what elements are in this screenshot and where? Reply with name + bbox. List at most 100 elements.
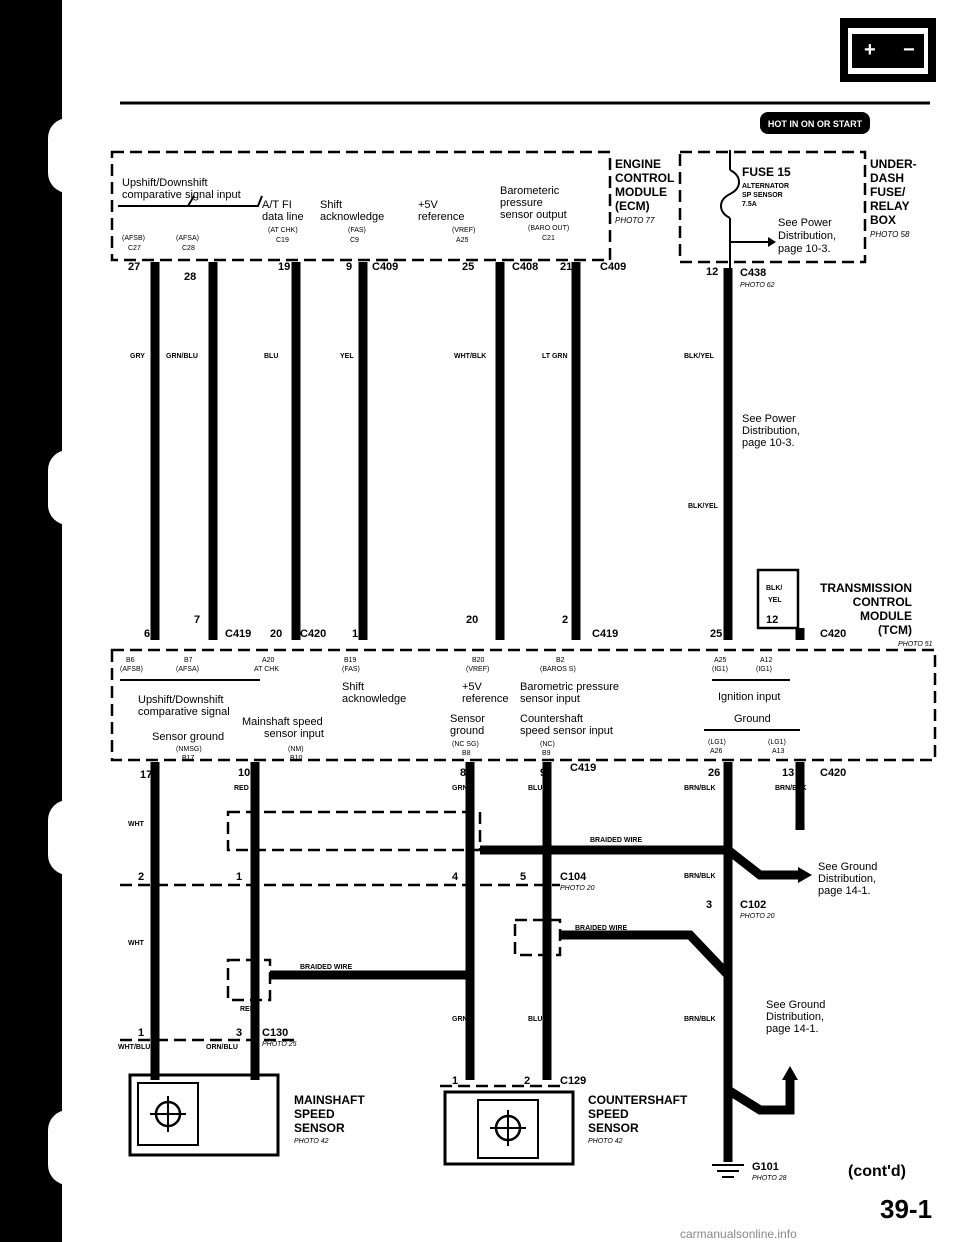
svg-text:C28: C28 [182, 245, 195, 252]
svg-text:C419: C419 [570, 762, 596, 774]
svg-text:pressure: pressure [500, 197, 543, 209]
svg-text:BRN/BLK: BRN/BLK [684, 785, 716, 792]
svg-text:sensor input: sensor input [520, 693, 580, 705]
battery-icon: + − [840, 18, 936, 82]
svg-text:LT GRN: LT GRN [542, 353, 568, 360]
svg-text:PHOTO 62: PHOTO 62 [740, 282, 775, 289]
svg-text:SPEED: SPEED [294, 1107, 335, 1121]
svg-text:C409: C409 [372, 261, 398, 273]
svg-text:(VREF): (VREF) [452, 227, 475, 234]
svg-text:Sensor: Sensor [450, 713, 485, 725]
svg-text:RED: RED [234, 785, 249, 792]
svg-text:Barometric pressure: Barometric pressure [520, 681, 619, 693]
svg-text:A25: A25 [714, 657, 727, 664]
ground-ref-2: See Ground Distribution, page 14-1. [766, 999, 825, 1035]
svg-text:C420: C420 [820, 767, 846, 779]
svg-text:(NC): (NC) [540, 741, 555, 748]
svg-text:C27: C27 [128, 245, 141, 252]
fuse-symbol [720, 150, 776, 268]
svg-text:PHOTO 51: PHOTO 51 [898, 641, 933, 648]
svg-text:(BAROS S): (BAROS S) [540, 666, 576, 673]
svg-text:BLU: BLU [528, 1016, 542, 1023]
svg-text:7: 7 [194, 614, 200, 626]
svg-text:20: 20 [466, 614, 478, 626]
splice-dashes [120, 883, 560, 1088]
svg-text:B19: B19 [344, 657, 357, 664]
svg-text:(FAS): (FAS) [342, 666, 360, 673]
svg-text:BRN/BLK: BRN/BLK [775, 785, 807, 792]
svg-text:Shift: Shift [342, 681, 364, 693]
svg-text:2: 2 [524, 1075, 530, 1087]
svg-text:C104: C104 [560, 871, 587, 883]
svg-text:PHOTO 42: PHOTO 42 [294, 1138, 329, 1145]
svg-text:SPEED: SPEED [588, 1107, 629, 1121]
svg-text:A/T FI: A/T FI [262, 199, 292, 211]
svg-text:WHT: WHT [128, 940, 145, 947]
svg-text:WHT: WHT [128, 821, 145, 828]
svg-text:GRY: GRY [130, 353, 145, 360]
svg-text:20: 20 [270, 628, 282, 640]
tcm-function-labels: Shift acknowledge +5V reference Barometr… [120, 679, 800, 762]
svg-text:Distribution,: Distribution, [742, 425, 800, 437]
upper-wires [150, 262, 733, 640]
svg-text:BLK/YEL: BLK/YEL [688, 503, 719, 510]
svg-text:(NMSG): (NMSG) [176, 746, 202, 753]
splice-labels: 2 1 4 5 C104 PHOTO 20 3 C102 PHOTO 20 1 … [138, 871, 775, 1087]
svg-text:reference: reference [418, 211, 464, 223]
svg-text:27: 27 [128, 261, 140, 273]
svg-text:Distribution,: Distribution, [766, 1011, 824, 1023]
svg-text:UNDER-: UNDER- [870, 157, 917, 171]
svg-text:AT CHK: AT CHK [254, 666, 279, 673]
svg-text:6: 6 [144, 628, 150, 640]
svg-text:See Ground: See Ground [818, 861, 877, 873]
svg-text:C408: C408 [512, 261, 538, 273]
ground-icon [712, 1164, 744, 1178]
svg-text:BLU: BLU [528, 785, 542, 792]
svg-text:+5V: +5V [462, 681, 483, 693]
mid-connector-labels: 6 7 C419 20 C420 19 20 2 C419 25 12 C420 [144, 614, 846, 640]
ground-ref-1: See Ground Distribution, page 14-1. [818, 861, 877, 897]
svg-text:21: 21 [560, 261, 572, 273]
svg-text:(LG1): (LG1) [708, 739, 726, 746]
svg-text:BRAIDED WIRE: BRAIDED WIRE [590, 837, 642, 844]
svg-text:B20: B20 [472, 657, 485, 664]
svg-text:PHOTO 20: PHOTO 20 [560, 885, 595, 892]
blk-yel-see-note: See Power Distribution, page 10-3. [742, 413, 800, 449]
svg-text:(AFSA): (AFSA) [176, 666, 199, 673]
svg-text:GRN: GRN [452, 785, 468, 792]
countershaft-sensor: COUNTERSHAFT SPEED SENSOR PHOTO 42 [443, 1090, 688, 1166]
svg-text:Ground: Ground [734, 713, 771, 725]
svg-text:(LG1): (LG1) [768, 739, 786, 746]
svg-text:(BARO OUT): (BARO OUT) [528, 225, 569, 232]
svg-text:Distribution,: Distribution, [778, 230, 836, 242]
svg-text:YEL: YEL [768, 597, 782, 604]
svg-text:8: 8 [460, 767, 466, 779]
svg-text:comparative signal input: comparative signal input [122, 189, 241, 201]
svg-text:BLK/: BLK/ [766, 585, 782, 592]
svg-text:CONTROL: CONTROL [853, 595, 912, 609]
svg-text:Upshift/Downshift: Upshift/Downshift [122, 177, 208, 189]
svg-text:COUNTERSHAFT: COUNTERSHAFT [588, 1093, 688, 1107]
ground-arrow-2 [725, 1066, 798, 1115]
svg-text:RED: RED [240, 1006, 255, 1013]
svg-text:28: 28 [184, 271, 196, 283]
svg-text:(AFSB): (AFSB) [122, 235, 145, 242]
svg-text:C438: C438 [740, 267, 766, 279]
svg-text:reference: reference [462, 693, 508, 705]
svg-text:TRANSMISSION: TRANSMISSION [820, 581, 912, 595]
svg-text:BRAIDED WIRE: BRAIDED WIRE [300, 964, 352, 971]
svg-text:B2: B2 [556, 657, 565, 664]
svg-text:acknowledge: acknowledge [320, 211, 384, 223]
svg-text:ORN/BLU: ORN/BLU [206, 1044, 238, 1051]
svg-text:C19: C19 [276, 237, 289, 244]
svg-text:3: 3 [706, 899, 712, 911]
svg-text:C9: C9 [350, 237, 359, 244]
svg-text:See Power: See Power [778, 217, 832, 229]
svg-text:PHOTO 58: PHOTO 58 [870, 230, 910, 239]
svg-text:GRN/BLU: GRN/BLU [166, 353, 198, 360]
svg-text:FUSE 15: FUSE 15 [742, 165, 791, 179]
svg-text:A25: A25 [456, 237, 469, 244]
svg-text:page 10-3.: page 10-3. [778, 243, 831, 255]
